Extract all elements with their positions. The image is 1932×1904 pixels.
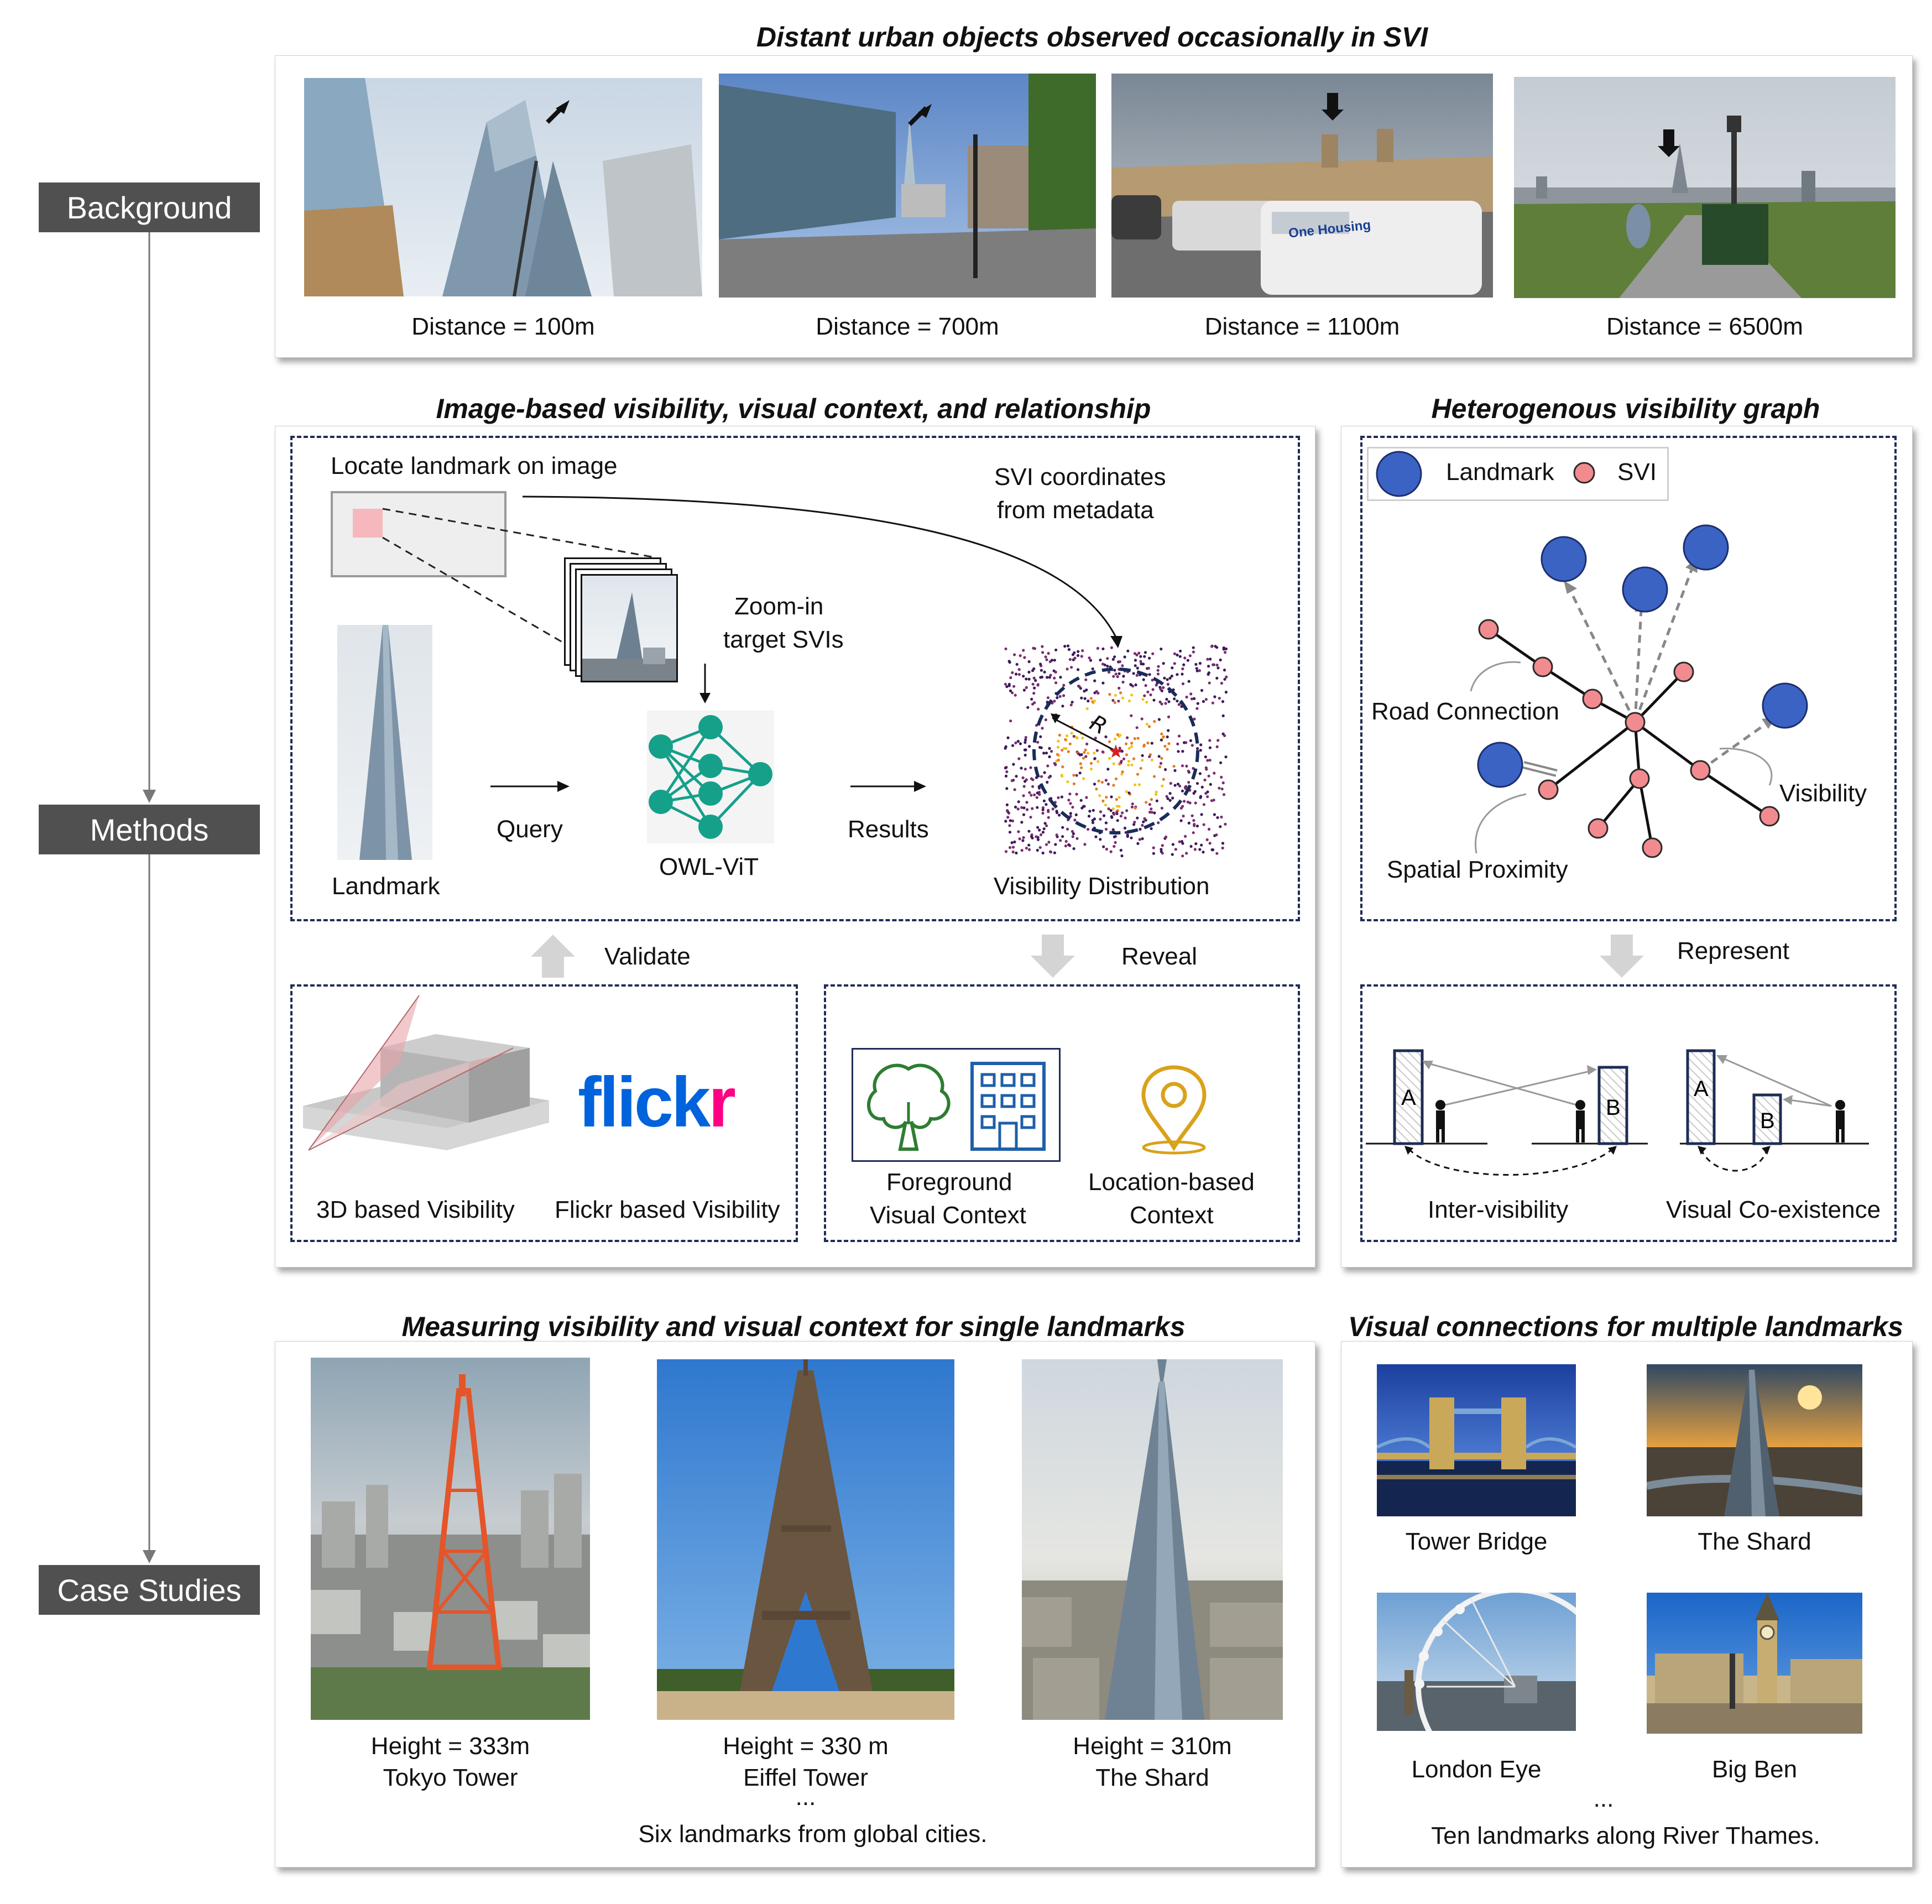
owlvit-label: OWL-ViT [659,853,759,880]
tree-icon [867,1063,951,1151]
svi-photo-100m [304,78,702,296]
locate-label: Locate landmark on image [331,452,618,479]
co-existence-label: Visual Co-existence [1666,1196,1881,1223]
location-label-1: Location-based [1088,1169,1255,1196]
results-label: Results [848,816,929,843]
big-ben-label: Big Ben [1711,1756,1798,1783]
shard-photo [1022,1359,1283,1720]
eiffel-name: Eiffel Tower [743,1764,868,1791]
flickr-visibility-label: Flickr based Visibility [555,1196,780,1223]
3d-visibility-label: 3D based Visibility [316,1196,515,1223]
detection-box [290,436,1300,921]
visibility-graph [1470,524,1808,858]
methods-right-title: Heterogenous visibility graph [1431,393,1820,424]
tokyo-tower-photo [311,1358,590,1720]
shard-multi-label: The Shard [1698,1528,1811,1555]
landmark-bbox [353,509,383,538]
svi-stack [564,557,678,682]
cases-right-title: Visual connections for multiple landmark… [1348,1311,1903,1342]
tokyo-name: Tokyo Tower [383,1764,518,1791]
background-title: Distant urban objects observed occasiona… [756,22,1428,53]
tower-bridge-label: Tower Bridge [1405,1528,1548,1555]
relationship-box [1360,984,1897,1242]
validation-box [290,984,798,1242]
zoom-label-2: target SVIs [723,626,844,653]
multi-ellipsis: ... [1593,1785,1614,1812]
london-eye-photo [1377,1593,1576,1731]
represent-arrow [1600,935,1644,978]
svi-coords-label-1: SVI coordinates [994,463,1166,491]
context-box [824,984,1300,1242]
svi-photo-1100m: One Housing [1111,74,1493,298]
building-b-label-2: B [1760,1109,1775,1133]
single-note: Six landmarks from global cities. [638,1820,988,1848]
shard-name: The Shard [1095,1764,1209,1791]
reveal-label: Reveal [1121,943,1197,970]
london-eye-label: London Eye [1411,1756,1542,1783]
legend-svi-icon [1573,462,1595,484]
shard-height: Height = 310m [1073,1733,1232,1760]
graph-legend: Landmark SVI [1367,447,1669,501]
building-b-label: B [1606,1096,1621,1120]
eiffel-tower-photo [657,1359,954,1720]
shard-sunset-photo [1647,1364,1862,1516]
svi-photo-700m [719,74,1096,298]
landmark-photo [337,625,432,860]
graph-box [1360,436,1897,921]
neural-network-icon [647,711,774,843]
foreground-label-1: Foreground [886,1169,1012,1196]
reveal-arrow [1031,935,1075,978]
represent-label: Represent [1677,937,1790,964]
methods-left-title: Image-based visibility, visual context, … [436,393,1151,424]
visibility-distribution-map: R [1004,644,1228,858]
building-icon [970,1062,1046,1151]
inter-visibility-label: Inter-visibility [1428,1196,1569,1223]
relationship-diagram: A B A B [1366,1049,1869,1176]
query-label: Query [497,816,563,843]
foreground-label-2: Visual Context [870,1202,1026,1229]
landmark-label: Landmark [332,873,440,900]
svi-coords-label-2: from metadata [997,497,1154,524]
cases-left-title: Measuring visibility and visual context … [401,1311,1186,1342]
legend-landmark-label: Landmark [1446,458,1554,486]
eiffel-height: Height = 330 m [723,1733,889,1760]
validate-arrow [531,935,575,978]
validate-label: Validate [604,943,691,970]
location-label-2: Context [1130,1202,1214,1229]
multi-note: Ten landmarks along River Thames. [1431,1822,1820,1849]
flickr-logo: flickr flickr [578,1063,736,1142]
spatial-proximity-label: Spatial Proximity [1387,856,1568,883]
radius-label: R [1085,710,1111,740]
svi-photo-6500m [1514,77,1896,298]
tokyo-height: Height = 333m [370,1733,530,1760]
caption-1100m: Distance = 1100m [1204,313,1400,340]
building-a-label: A [1401,1086,1416,1110]
caption-6500m: Distance = 6500m [1606,313,1803,340]
building-a-label-2: A [1694,1077,1709,1101]
stage-background: Background [39,182,260,232]
3d-visibility-model [303,995,549,1151]
tower-bridge-photo [1377,1364,1576,1516]
single-ellipsis: ... [795,1783,816,1811]
stage-case-studies: Case Studies [39,1565,260,1615]
caption-700m: Distance = 700m [816,313,999,340]
background-panel: One Housing Distance = 100m Distance = 7… [275,55,1913,358]
visibility-label: Visibility [1779,780,1867,807]
zoom-label-1: Zoom-in [734,593,824,620]
visibility-distribution-label: Visibility Distribution [994,873,1210,900]
caption-100m: Distance = 100m [411,313,595,340]
big-ben-photo [1647,1593,1862,1734]
legend-landmark-icon [1376,451,1422,497]
location-pin-icon [1141,1065,1207,1155]
foreground-icon-frame [852,1048,1061,1162]
stage-methods: Methods [39,805,260,854]
legend-svi-label: SVI [1617,458,1657,486]
road-connection-label: Road Connection [1371,698,1560,726]
